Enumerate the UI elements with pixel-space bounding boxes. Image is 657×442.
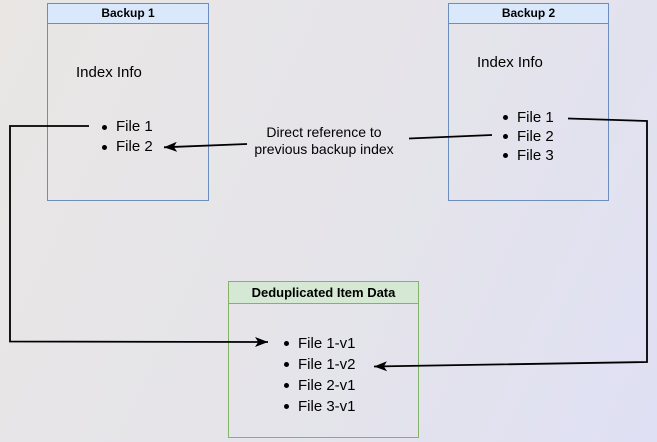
backup2-index-info-label: Index Info xyxy=(477,54,543,71)
backup2-node: Backup 2 Index Info File 1 File 2 File 3 xyxy=(448,3,609,201)
backup1-node: Backup 1 Index Info File 1 File 2 xyxy=(47,3,209,201)
dedup-store-node: Deduplicated Item Data File 1-v1 File 1-… xyxy=(228,281,419,438)
edge-label-line2: previous backup index xyxy=(254,141,394,157)
file-item: File 2 xyxy=(102,138,153,155)
file-item: File 2 xyxy=(503,128,554,145)
dedup-store-title: Deduplicated Item Data xyxy=(229,282,418,304)
edge-label-line1: Direct reference to xyxy=(266,124,382,140)
backup1-file-list: File 1 File 2 xyxy=(102,117,153,157)
file-item: File 3-v1 xyxy=(284,398,356,415)
backup2-title: Backup 2 xyxy=(449,4,608,24)
dedup-item-list: File 1-v1 File 1-v2 File 2-v1 File 3-v1 xyxy=(284,333,356,417)
file-item: File 3 xyxy=(503,147,554,164)
file-item: File 1-v1 xyxy=(284,335,356,352)
file-item: File 2-v1 xyxy=(284,377,356,394)
file-item: File 1-v2 xyxy=(284,356,356,373)
backup2-file-list: File 1 File 2 File 3 xyxy=(503,108,554,165)
backup1-index-info-label: Index Info xyxy=(76,64,142,81)
file-item: File 1 xyxy=(503,109,554,126)
file-item: File 1 xyxy=(102,118,153,135)
edge-label-direct-reference: Direct reference to previous backup inde… xyxy=(246,124,402,158)
backup1-title: Backup 1 xyxy=(48,4,208,24)
